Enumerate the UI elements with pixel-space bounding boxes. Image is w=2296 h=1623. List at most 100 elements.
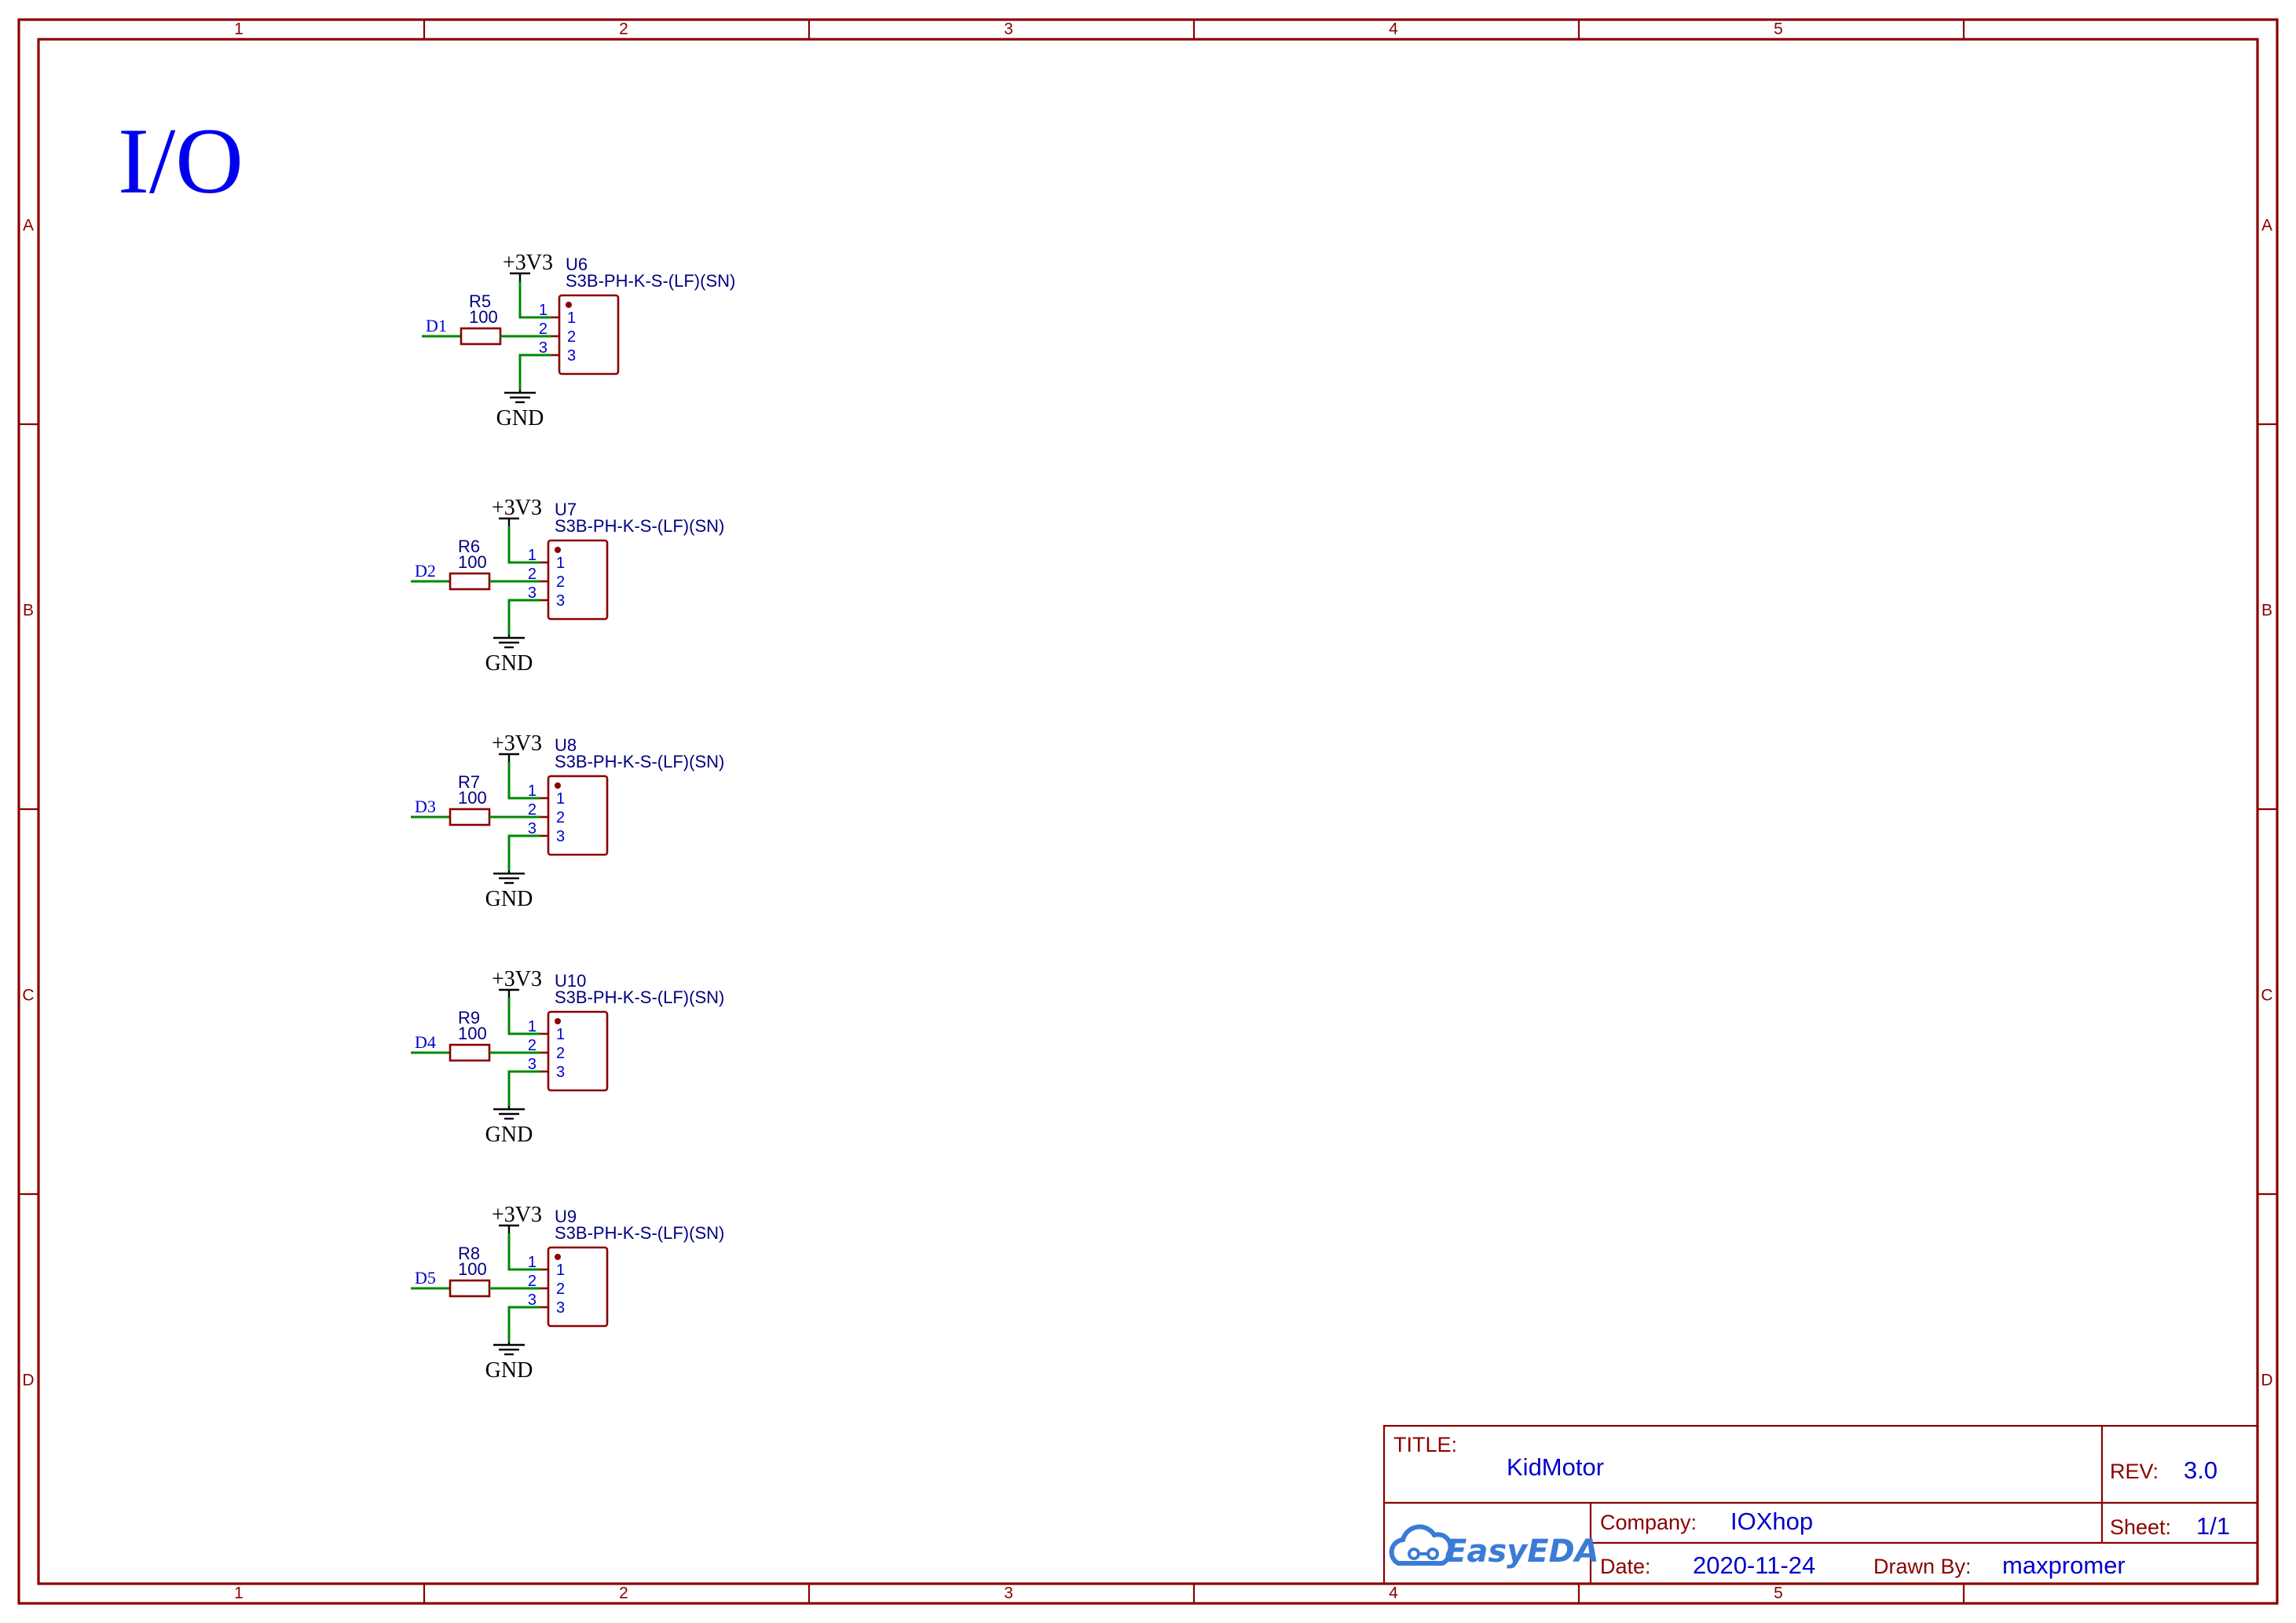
date-value: 2020-11-24 — [1693, 1552, 1815, 1579]
resistor-body — [460, 327, 502, 346]
wire-ground — [507, 834, 540, 870]
resistor-ref: R7 — [458, 772, 480, 792]
pin-number-inner: 3 — [556, 592, 565, 610]
column-label-top: 4 — [1389, 20, 1398, 38]
connector-body — [547, 1246, 609, 1328]
row-label-right: D — [2261, 1372, 2272, 1390]
pin-number-inner: 3 — [567, 347, 576, 365]
ground-label: GND — [485, 651, 533, 676]
wire-power — [518, 281, 551, 319]
pin-number-outer: 1 — [528, 782, 536, 800]
row-label-right: B — [2261, 602, 2272, 620]
pin-number-inner: 1 — [556, 790, 565, 808]
resistor-body — [449, 1043, 491, 1062]
pin-number-outer: 2 — [528, 801, 536, 819]
ground-label: GND — [496, 406, 544, 430]
ground-label: GND — [485, 887, 533, 911]
pin-number-inner: 1 — [556, 1262, 565, 1279]
pin-number-outer: 3 — [528, 1291, 536, 1309]
easyeda-logo: EasyEDA — [1389, 1524, 1599, 1570]
pin-number-outer: 2 — [539, 321, 547, 338]
pin-number-outer: 1 — [528, 1018, 536, 1035]
pin-number-outer: 1 — [528, 547, 536, 564]
wire-power — [507, 762, 540, 800]
pin-number-outer: 2 — [528, 1037, 536, 1054]
column-label-bottom: 1 — [234, 1585, 244, 1603]
connector-ref: U7 — [555, 500, 577, 519]
column-label-top: 3 — [1004, 20, 1013, 38]
net-label: D5 — [415, 1268, 436, 1288]
pin-number-inner: 1 — [567, 310, 576, 327]
title-label: TITLE: — [1393, 1433, 1457, 1456]
pin-number-inner: 1 — [556, 555, 565, 572]
row-label-left: B — [23, 602, 34, 620]
wire-ground — [507, 1070, 540, 1106]
pin-number-outer: 3 — [539, 339, 547, 357]
resistor-body — [449, 572, 491, 591]
company-label: Company: — [1600, 1511, 1697, 1534]
pin1-marker — [555, 782, 561, 789]
connector-part: S3B-PH-K-S-(LF)(SN) — [555, 752, 724, 771]
power-label: +3V3 — [492, 1203, 542, 1227]
power-label: +3V3 — [492, 496, 542, 520]
inner-frame — [37, 38, 2259, 1585]
pin1-marker — [555, 547, 561, 553]
resistor-value: 100 — [458, 788, 487, 808]
wire-power — [507, 526, 540, 564]
rev-label: REV: — [2110, 1460, 2159, 1483]
pin-number-inner: 1 — [556, 1026, 565, 1043]
date-label: Date: — [1600, 1555, 1651, 1578]
ground-label: GND — [485, 1358, 533, 1383]
net-label: D1 — [426, 316, 447, 335]
row-label-left: C — [22, 987, 34, 1005]
resistor-ref: R6 — [458, 537, 480, 556]
resistor-value: 100 — [469, 307, 498, 327]
pin-number-inner: 2 — [556, 573, 565, 591]
pin-number-inner: 3 — [556, 1064, 565, 1081]
sheet-value: 1/1 — [2196, 1512, 2230, 1540]
pin-number-inner: 2 — [556, 1280, 565, 1298]
wire-ground — [518, 354, 551, 390]
power-label: +3V3 — [492, 731, 542, 756]
pin-number-outer: 2 — [528, 566, 536, 583]
row-label-left: D — [22, 1372, 34, 1390]
outer-frame — [17, 18, 2279, 1605]
sheet-title: I/O — [118, 108, 244, 213]
drawn-by-label: Drawn By: — [1873, 1555, 1972, 1578]
connector-ref: U9 — [555, 1207, 577, 1226]
title-block-frame — [1382, 1424, 2259, 1585]
connector-ref: U8 — [555, 735, 577, 755]
pin-number-outer: 2 — [528, 1273, 536, 1290]
wire-ground — [507, 599, 540, 635]
column-label-top: 5 — [1774, 20, 1783, 38]
sheet-label: Sheet: — [2110, 1515, 2171, 1539]
cloud-icon — [1389, 1524, 1453, 1566]
column-label-top: 2 — [619, 20, 628, 38]
rev-value: 3.0 — [2184, 1456, 2217, 1484]
resistor-ref: R8 — [458, 1244, 480, 1263]
column-label-bottom: 5 — [1774, 1585, 1783, 1603]
row-label-left: A — [23, 217, 34, 235]
connector-part: S3B-PH-K-S-(LF)(SN) — [566, 271, 735, 291]
row-label-right: A — [2261, 217, 2272, 235]
wire-power — [507, 998, 540, 1035]
net-label: D3 — [415, 797, 436, 816]
pin-number-inner: 2 — [567, 328, 576, 346]
pin-number-outer: 3 — [528, 1056, 536, 1073]
connector-ref: U6 — [566, 255, 588, 274]
pin-number-outer: 3 — [528, 584, 536, 602]
resistor-body — [449, 808, 491, 826]
resistor-body — [449, 1279, 491, 1298]
resistor-value: 100 — [458, 552, 487, 572]
net-label: D4 — [415, 1032, 436, 1052]
pin-number-outer: 3 — [528, 820, 536, 837]
pin-number-outer: 1 — [539, 302, 547, 319]
connector-body — [547, 1010, 609, 1092]
